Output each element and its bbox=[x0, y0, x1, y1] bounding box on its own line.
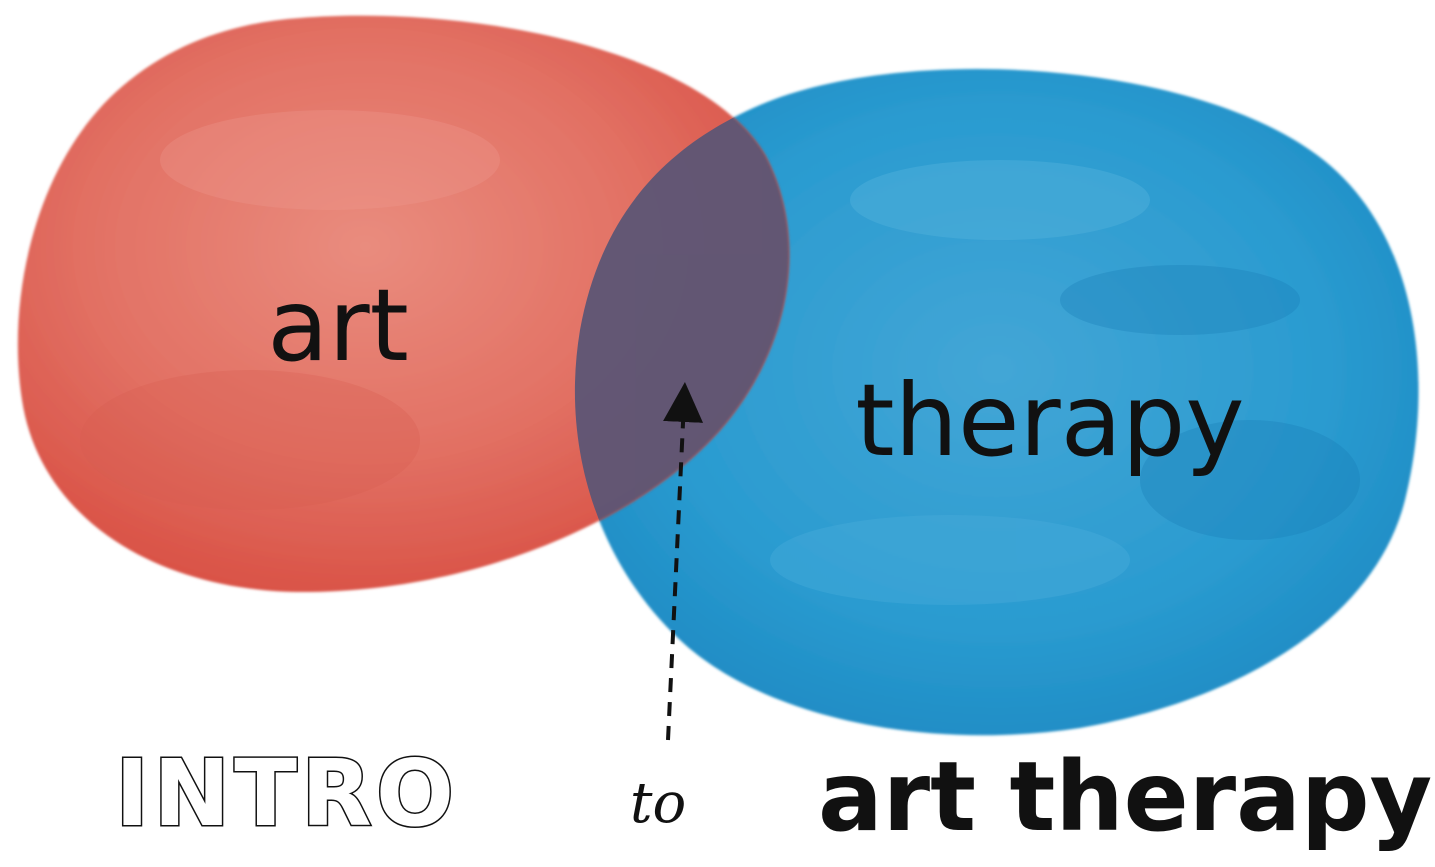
caption-intro: INTRO bbox=[115, 740, 458, 847]
caption-connector: to bbox=[630, 771, 686, 836]
therapy-label: therapy bbox=[855, 362, 1244, 479]
art-label: art bbox=[267, 267, 409, 384]
caption-subject: art therapy bbox=[818, 741, 1432, 853]
